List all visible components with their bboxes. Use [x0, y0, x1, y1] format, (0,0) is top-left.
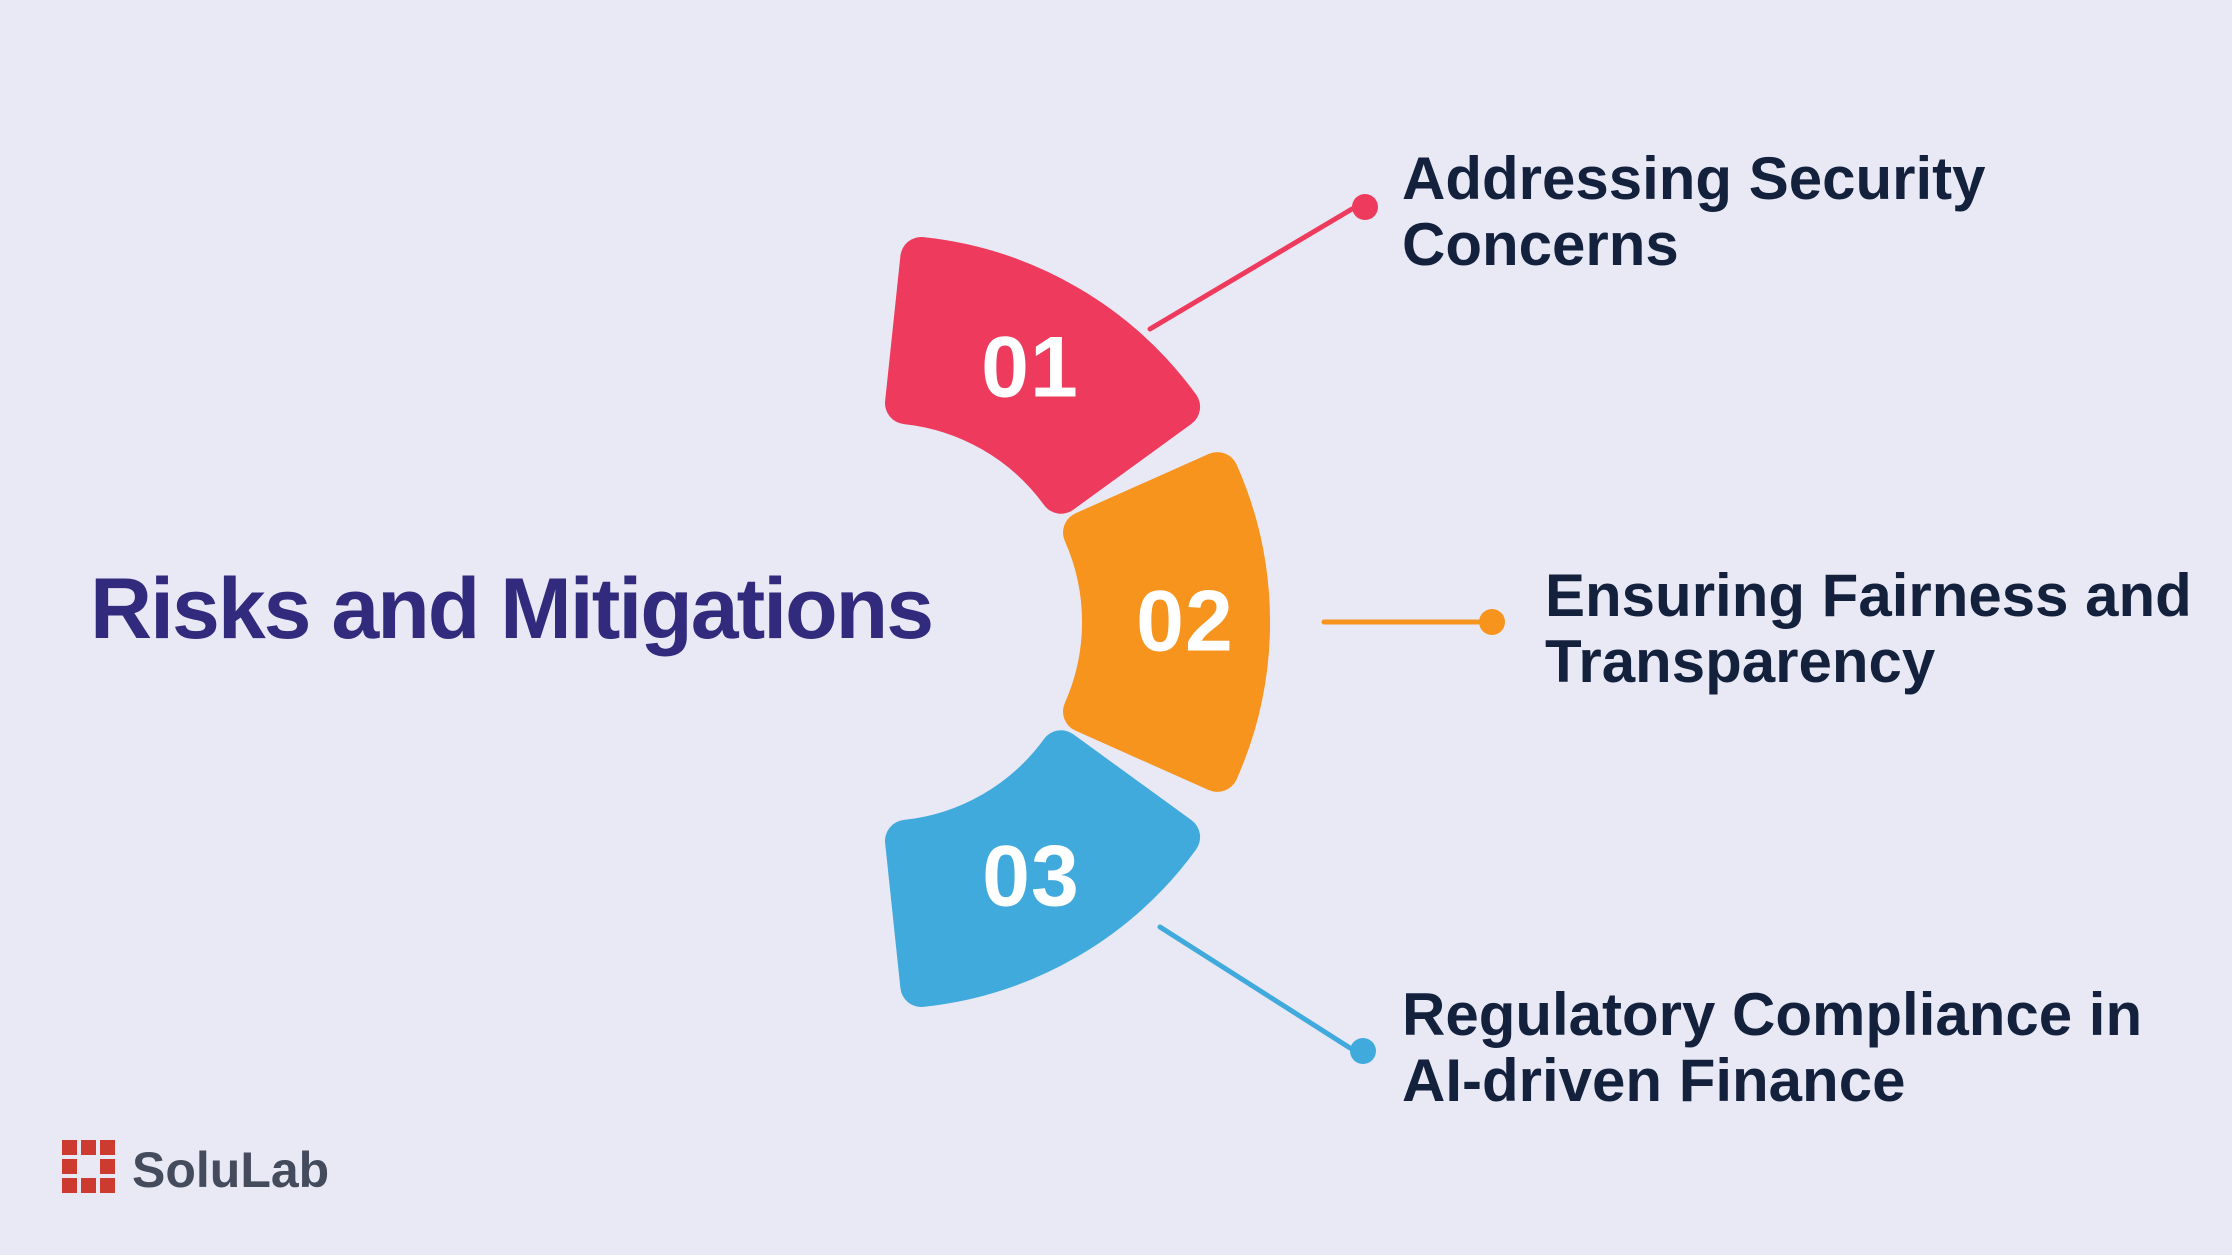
solulab-logo-icon — [62, 1140, 116, 1199]
segment-01-arc — [885, 237, 1201, 514]
connector-line-security — [1147, 206, 1355, 332]
connector-dot-fairness — [1479, 609, 1505, 635]
connector-line-regulatory — [1157, 924, 1353, 1051]
label-ensuring-fairness: Ensuring Fairness and Transparency — [1545, 563, 2192, 695]
segment-03-arc — [885, 730, 1201, 1007]
connector-dot-regulatory — [1350, 1038, 1376, 1064]
label-line: Ensuring Fairness and — [1545, 562, 2192, 629]
label-line: Concerns — [1402, 211, 1679, 278]
label-addressing-security: Addressing Security Concerns — [1402, 146, 1986, 278]
segment-01-number: 01 — [981, 319, 1079, 416]
label-line: Addressing Security — [1402, 145, 1986, 212]
brand-footer: SoluLab — [62, 1140, 329, 1199]
page-title: Risks and Mitigations — [90, 561, 934, 657]
connector-dot-security — [1352, 194, 1378, 220]
label-line: AI-driven Finance — [1402, 1047, 1906, 1114]
brand-name: SoluLab — [132, 1141, 330, 1198]
segment-03-number: 03 — [982, 828, 1080, 925]
label-line: Transparency — [1545, 628, 1936, 695]
label-line: Regulatory Compliance in — [1402, 981, 2143, 1048]
segment-02-number: 02 — [1136, 573, 1234, 670]
label-regulatory-compliance: Regulatory Compliance in AI-driven Finan… — [1402, 982, 2142, 1114]
segment-02-arc — [1063, 452, 1271, 792]
